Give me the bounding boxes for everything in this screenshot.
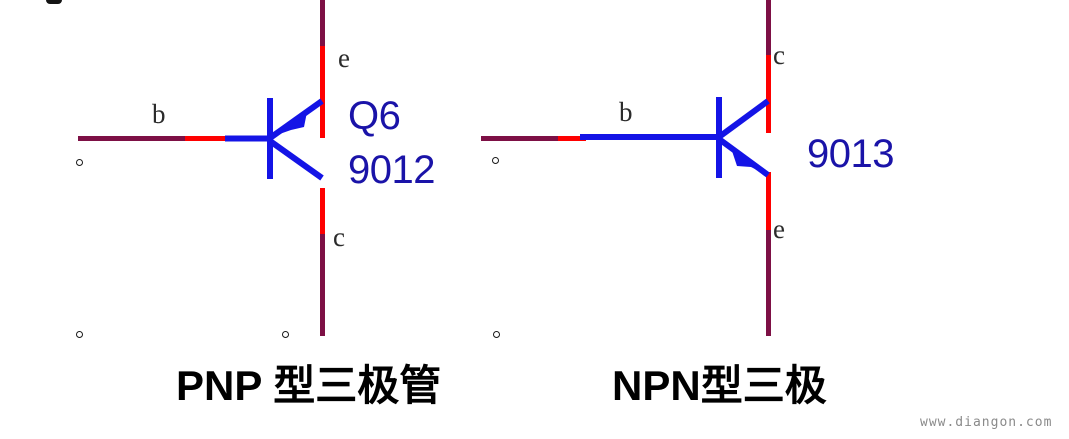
npn-emitter-wire-red — [766, 172, 771, 230]
pnp-emitter-wire-red — [320, 46, 325, 138]
npn-base-label: b — [619, 97, 633, 127]
pnp-base-wire-red — [185, 136, 235, 141]
npn-base-pin-dot — [492, 157, 499, 164]
npn-caption-latin: NPN — [612, 362, 701, 409]
npn-caption-cjk: 型三极 — [700, 361, 827, 410]
pnp-base-label: b — [152, 99, 166, 129]
pnp-collector-label: c — [333, 222, 345, 252]
pnp-base-pin-dot — [76, 159, 83, 166]
clipped-text-artifact — [46, 0, 62, 4]
pnp-lower-mid-pin-dot — [282, 331, 289, 338]
npn-emitter-label: e — [773, 214, 785, 244]
npn-transistor-symbol — [580, 97, 770, 178]
pnp-base-wire-maroon — [78, 136, 188, 141]
npn-part-number-label: 9013 — [807, 132, 894, 176]
pnp-emitter-wire-maroon — [320, 0, 325, 46]
npn-base-wire-maroon — [481, 136, 561, 141]
npn-collector-wire-red — [766, 55, 771, 133]
pnp-lower-left-pin-dot — [76, 331, 83, 338]
pnp-caption-latin: PNP — [176, 362, 274, 409]
site-watermark: www.diangon.com — [920, 415, 1053, 430]
npn-collector-label: c — [773, 40, 785, 70]
pnp-part-number-label: 9012 — [348, 148, 435, 192]
pnp-collector-wire-red — [320, 188, 325, 234]
pnp-collector-wire-maroon — [320, 234, 325, 336]
npn-base-wire-red — [558, 136, 586, 141]
npn-lower-pin-dot — [493, 331, 500, 338]
npn-emitter-wire-maroon — [766, 230, 771, 336]
pnp-emitter-label: e — [338, 43, 350, 73]
npn-collector-wire-maroon — [766, 0, 771, 55]
pnp-caption-cjk: 型三极管 — [273, 361, 442, 410]
pnp-caption: PNP 型三极管 — [176, 365, 441, 407]
pnp-designator-label: Q6 — [348, 94, 401, 138]
pnp-transistor-symbol — [225, 98, 324, 181]
npn-caption: NPN型三极 — [612, 365, 827, 407]
